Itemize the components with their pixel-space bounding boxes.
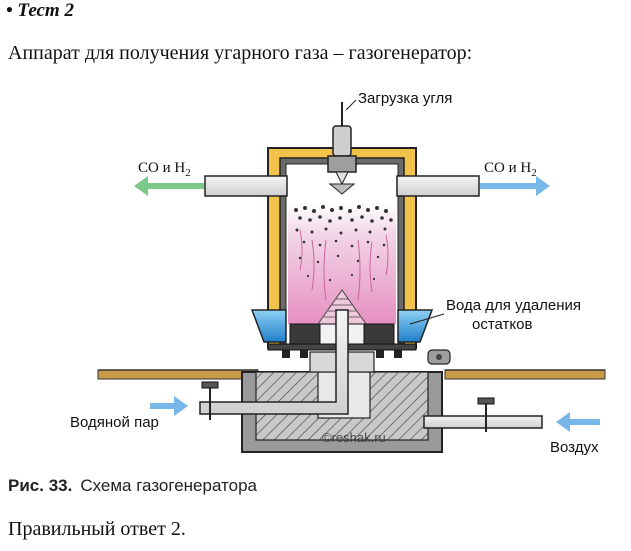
steam-valve bbox=[201, 381, 219, 420]
figure-caption-text: Схема газогенератора bbox=[80, 476, 258, 495]
label-coal-loading: Загрузка угля bbox=[358, 90, 452, 107]
intro-text: Аппарат для получения угарного газа – га… bbox=[8, 42, 473, 64]
air-valve bbox=[477, 397, 495, 432]
subscript-left: 2 bbox=[185, 167, 191, 179]
label-gas-left: CO и H2 bbox=[138, 160, 191, 179]
coal-loading-valve bbox=[327, 102, 357, 195]
water-tray-right bbox=[397, 309, 434, 343]
arrow-gas-right bbox=[480, 176, 550, 196]
figure-number: Рис. 33. bbox=[8, 476, 73, 495]
figure-caption: Рис. 33. Схема газогенератора bbox=[8, 476, 257, 496]
arrow-air bbox=[556, 412, 600, 432]
steam-pipe bbox=[199, 309, 349, 415]
answer-text: Правильный ответ 2. bbox=[8, 518, 186, 540]
ground-surface bbox=[97, 369, 606, 380]
pointer-water bbox=[409, 313, 445, 325]
label-air: Воздух bbox=[550, 439, 599, 456]
watermark: ©reshak.ru bbox=[322, 430, 386, 445]
label-gas-right: CO и H2 bbox=[484, 160, 537, 179]
pointer-coal bbox=[345, 99, 357, 111]
label-water-line2: остатков bbox=[472, 316, 533, 333]
gas-outlet-pipes bbox=[204, 175, 480, 197]
air-pipe bbox=[423, 415, 543, 429]
arrow-steam bbox=[150, 396, 188, 416]
subscript-right: 2 bbox=[531, 167, 537, 179]
test-heading: • Тест 2 bbox=[6, 0, 74, 21]
label-water-line1: Вода для удаления bbox=[446, 297, 581, 314]
label-steam: Водяной пар bbox=[70, 414, 159, 431]
water-tray-left bbox=[250, 309, 287, 343]
ash-crank bbox=[427, 349, 451, 365]
arrow-gas-left bbox=[134, 176, 204, 196]
gas-generator-diagram: Загрузка угля CO и H2 CO и H2 Вода для у… bbox=[70, 90, 606, 456]
coal-bed bbox=[288, 204, 396, 325]
